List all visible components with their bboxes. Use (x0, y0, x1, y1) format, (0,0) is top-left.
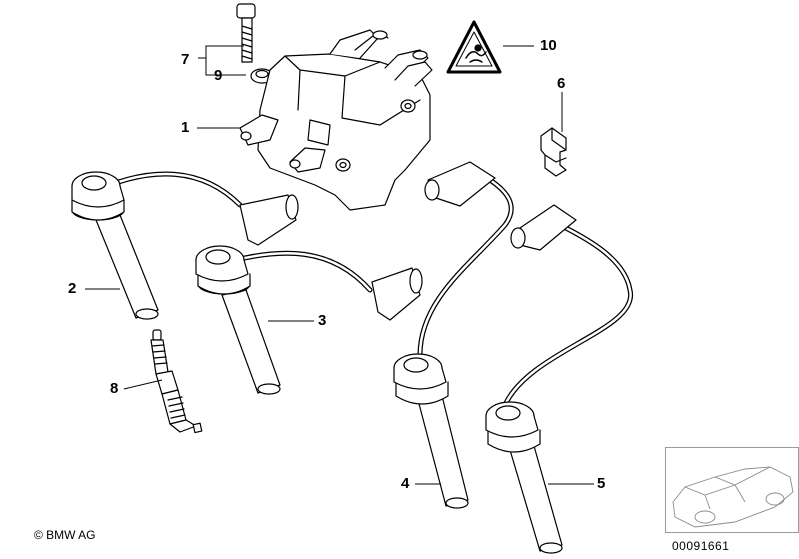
copyright-notice: © BMW AG (34, 528, 96, 542)
callout-2: 2 (68, 280, 77, 297)
document-number: 00091661 (672, 539, 730, 553)
callout-8: 8 (110, 380, 119, 397)
clip-icon (540, 127, 567, 177)
ignition-lead-icon (195, 245, 423, 395)
callout-5: 5 (597, 475, 606, 492)
ignition-lead-icon (71, 171, 299, 320)
callout-10: 10 (540, 37, 557, 54)
spark-plug-icon (150, 329, 203, 434)
callout-1: 1 (181, 119, 190, 136)
car-thumbnail-icon (665, 447, 799, 533)
bolt-icon (236, 3, 256, 63)
ignition-lead-icon (485, 204, 633, 554)
callout-6: 6 (557, 75, 566, 92)
callout-9: 9 (214, 67, 223, 84)
ignition-coil-icon (239, 29, 433, 211)
ignition-lead-icon (393, 161, 514, 509)
callout-3: 3 (318, 312, 327, 329)
callout-4: 4 (401, 475, 410, 492)
high-voltage-warning-triangle-icon (446, 20, 502, 74)
callout-7: 7 (181, 51, 190, 68)
